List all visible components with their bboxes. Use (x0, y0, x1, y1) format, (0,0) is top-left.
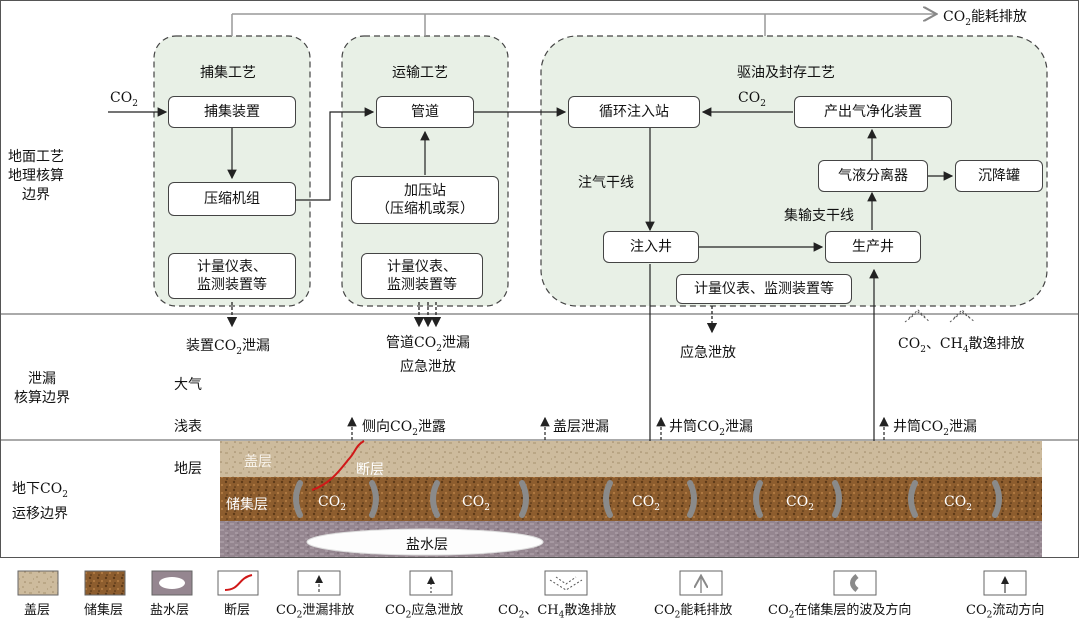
reservoir-co2-label-2: CO2 (462, 494, 490, 513)
reservoir-co2-label-3: CO2 (632, 494, 660, 513)
legend-energy: CO2能耗排放 (654, 599, 732, 621)
wellbore-leak-label-2: 井筒CO2泄漏 (893, 416, 977, 438)
legend-flow: CO2流动方向 (966, 599, 1044, 621)
caprock-label: 盖层 (244, 451, 272, 471)
shallow-label: 浅表 (174, 416, 202, 436)
reservoir-co2-label-4: CO2 (786, 494, 814, 513)
energy-emission-label: CO2能耗排放 (943, 6, 1027, 28)
legend-leak: CO2泄漏排放 (276, 599, 354, 621)
fault-label: 断层 (356, 459, 384, 479)
transport-meter-box: 计量仪表、监测装置等 (361, 253, 483, 299)
atmosphere-label: 大气 (174, 374, 202, 394)
caprock-leak-label: 盖层泄漏 (553, 416, 609, 436)
injection-well-box: 注入井 (603, 231, 699, 263)
transport-title: 运输工艺 (392, 62, 448, 82)
brine-label: 盐水层 (406, 534, 448, 554)
legend-reservoir: 储集层 (84, 599, 123, 618)
booster-station-box: 加压站（压缩机或泵） (351, 176, 499, 224)
capture-title: 捕集工艺 (200, 62, 256, 82)
reservoir-label: 储集层 (226, 494, 268, 514)
legend-caprock: 盖层 (24, 599, 50, 618)
pipe-leak-label: 管道CO2泄漏应急泄放 (386, 334, 470, 376)
legend-fugitive: CO2、CH4散逸排放 (498, 599, 616, 621)
injection-line-label: 注气干线 (578, 172, 634, 192)
eor-meter-box: 计量仪表、监测装置等 (676, 274, 852, 304)
separator-box: 气液分离器 (818, 160, 928, 192)
fugitive-marks (905, 310, 975, 322)
wellbore-leak-label-1: 井筒CO2泄漏 (669, 416, 753, 438)
settling-tank-box: 沉降罐 (955, 160, 1043, 192)
capture-meter-box: 计量仪表、监测装置等 (168, 253, 296, 299)
production-well-box: 生产井 (825, 231, 921, 263)
caprock-layer (220, 441, 1042, 477)
device-leak-label: 装置CO2泄漏 (186, 335, 270, 357)
legend-sweep: CO2在储集层的波及方向 (768, 599, 911, 621)
energy-emission-lines (232, 14, 935, 36)
legend-brine: 盐水层 (150, 599, 189, 618)
emergency-release-label: 应急泄放 (680, 342, 736, 362)
formation-label: 地层 (174, 458, 202, 478)
fugitive-emission-label: CO2、CH4散逸排放 (898, 333, 1025, 355)
leak-zone-label: 泄漏 核算边界 (14, 370, 70, 408)
legend-emergency: CO2应急泄放 (385, 599, 463, 621)
gathering-line-label: 集输支干线 (784, 205, 854, 225)
surface-zone-label: 地面工艺 地理核算 边界 (8, 148, 64, 205)
legend-icons (18, 571, 1026, 595)
lateral-leak-label: 侧向CO2泄露 (362, 416, 446, 438)
eor-title: 驱油及封存工艺 (737, 62, 835, 82)
recycle-station-box: 循环注入站 (568, 96, 700, 128)
capture-device-box: 捕集装置 (168, 96, 296, 128)
compressor-box: 压缩机组 (168, 182, 296, 216)
reservoir-co2-label-5: CO2 (944, 494, 972, 513)
capture-co2-input: CO2 (110, 90, 138, 109)
eor-co2-label: CO2 (738, 90, 766, 109)
legend-fault: 断层 (224, 599, 250, 618)
purification-box: 产出气净化装置 (794, 96, 952, 128)
pipeline-box: 管道 (376, 96, 474, 128)
reservoir-co2-label-1: CO2 (318, 494, 346, 513)
